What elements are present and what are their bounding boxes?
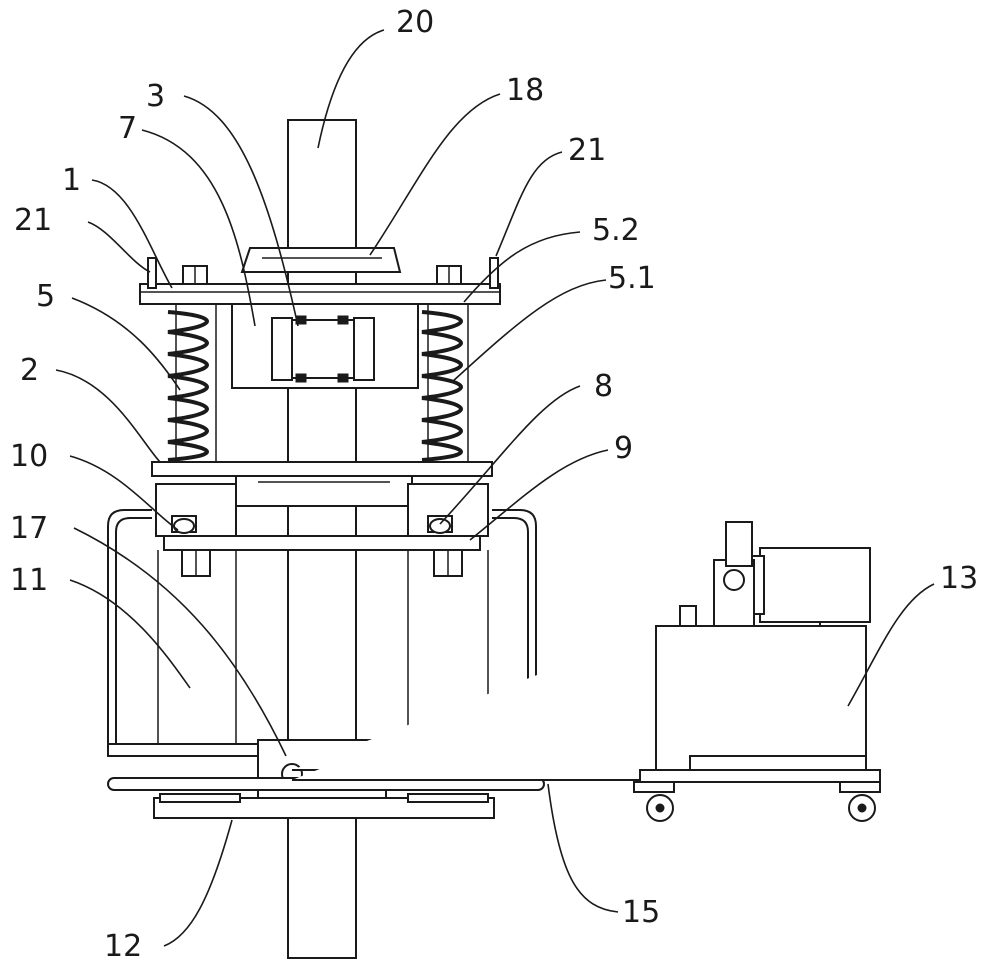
label-10: 10	[10, 439, 48, 474]
top-flange	[240, 247, 402, 273]
labels: 20 3 18 7 21 1 21 5.2 5.1 5 2 8 10 9 17 …	[10, 5, 978, 964]
clamp-3	[291, 319, 359, 379]
right-spring	[421, 303, 469, 465]
label-21-left: 21	[14, 203, 52, 238]
lower-plate	[163, 535, 481, 577]
power-unit-13	[633, 521, 881, 822]
label-21-right: 21	[568, 133, 606, 168]
label-5: 5	[36, 279, 55, 314]
label-5-2: 5.2	[592, 213, 640, 248]
left-ear-21	[147, 257, 157, 289]
base-plate	[153, 793, 495, 819]
label-1: 1	[62, 163, 81, 198]
label-15: 15	[622, 895, 660, 930]
label-20: 20	[396, 5, 434, 40]
label-3: 3	[146, 79, 165, 114]
label-18: 18	[506, 73, 544, 108]
label-7: 7	[118, 111, 137, 146]
left-bracket	[155, 483, 237, 537]
right-bracket	[407, 483, 489, 537]
label-5-1: 5.1	[608, 261, 656, 296]
label-17: 17	[10, 511, 48, 546]
caster-right	[839, 781, 881, 822]
top-plate	[139, 257, 501, 305]
label-9: 9	[614, 431, 633, 466]
label-8: 8	[594, 369, 613, 404]
middle-block	[231, 303, 419, 389]
label-11: 11	[10, 563, 48, 598]
label-13: 13	[940, 561, 978, 596]
label-2: 2	[20, 353, 39, 388]
middle-plate	[151, 461, 493, 507]
label-12: 12	[104, 929, 142, 964]
caster-left	[633, 781, 675, 822]
right-ear-21	[489, 257, 499, 289]
leader-lines	[55, 29, 935, 947]
